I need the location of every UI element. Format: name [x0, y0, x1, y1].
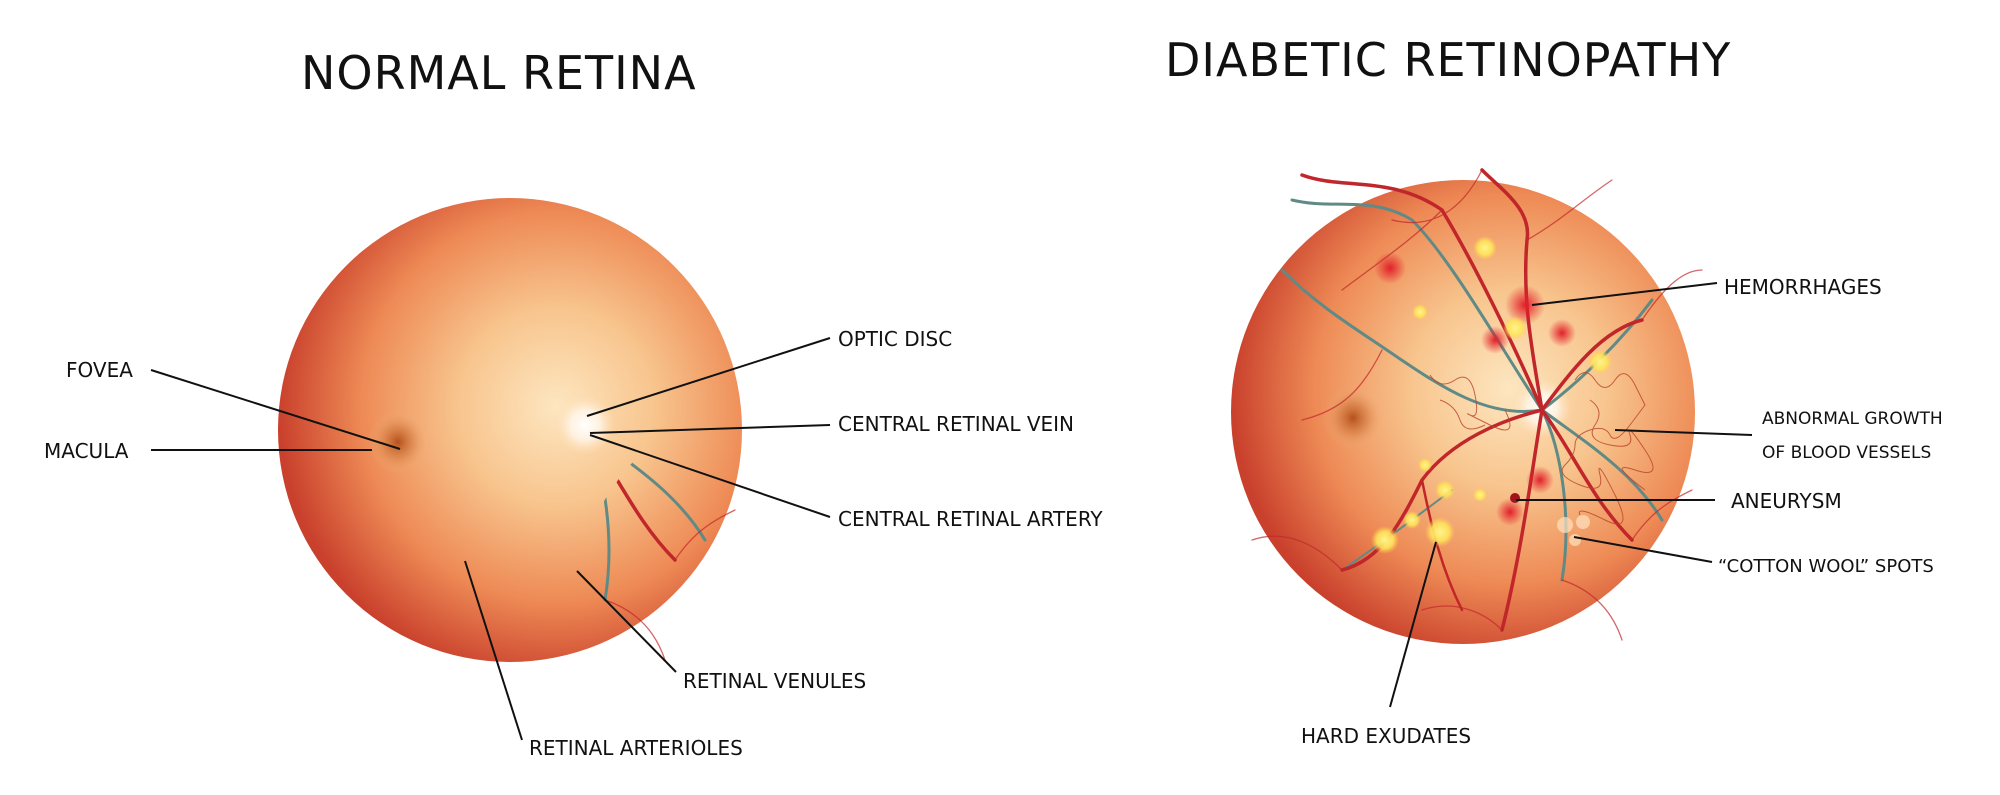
- normal-retina-title: NORMAL RETINA: [301, 46, 697, 100]
- label-macula: MACULA: [44, 439, 129, 463]
- diabetic-retinopathy-title: DIABETIC RETINOPATHY: [1165, 33, 1732, 87]
- label-central-retinal-vein: CENTRAL RETINAL VEIN: [838, 412, 1075, 436]
- label-abnormal-growth-line2: OF BLOOD VESSELS: [1762, 443, 1932, 463]
- hard-exudates: [1371, 236, 1612, 554]
- diabetic-fovea: [1323, 386, 1383, 450]
- normal-retina-fundus: [278, 198, 742, 662]
- label-central-retinal-artery: CENTRAL RETINAL ARTERY: [838, 507, 1103, 531]
- leader-lines: [150, 282, 1753, 741]
- label-retinal-arterioles: RETINAL ARTERIOLES: [529, 736, 743, 760]
- label-retinal-venules: RETINAL VENULES: [683, 669, 867, 693]
- aneurysm-mark: [1510, 493, 1520, 503]
- label-cotton-wool-spots: “COTTON WOOL” SPOTS: [1718, 556, 1934, 577]
- normal-fovea: [368, 410, 428, 474]
- label-aneurysm: ANEURYSM: [1731, 489, 1842, 513]
- label-hemorrhages: HEMORRHAGES: [1724, 275, 1882, 299]
- label-abnormal-growth-line1: ABNORMAL GROWTH: [1762, 409, 1943, 429]
- label-fovea: FOVEA: [66, 358, 133, 382]
- diabetic-retina-illustration: [1231, 168, 1704, 644]
- label-abnormal-growth: ABNORMAL GROWTH OF BLOOD VESSELS: [1762, 402, 1943, 470]
- normal-retina-illustration: [278, 190, 745, 662]
- diabetic-retina-fundus: [1231, 180, 1695, 644]
- label-hard-exudates: HARD EXUDATES: [1301, 724, 1472, 748]
- cotton-wool-spots: [1557, 515, 1590, 546]
- label-optic-disc: OPTIC DISC: [838, 327, 953, 351]
- normal-optic-disc: [555, 395, 615, 455]
- hemorrhages: [1374, 252, 1576, 526]
- neovascularization: [1429, 372, 1654, 525]
